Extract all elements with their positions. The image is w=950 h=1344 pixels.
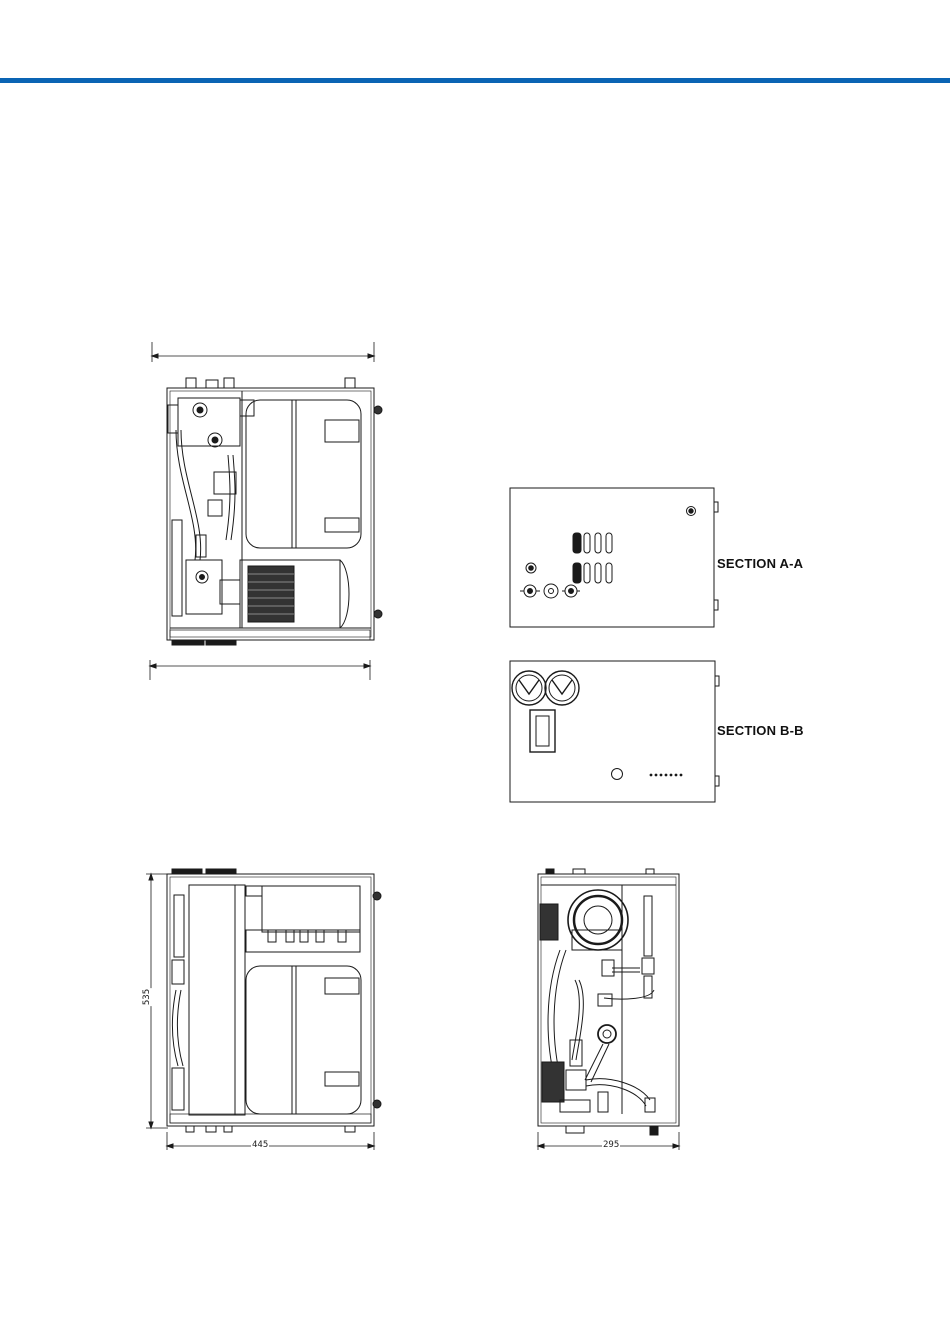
section-a-a-view bbox=[510, 488, 718, 627]
side-width-dimension-label: 445 bbox=[251, 1140, 269, 1150]
side-view bbox=[146, 869, 381, 1150]
section-b-b-view bbox=[510, 661, 719, 802]
section-b-b-label: SECTION B-B bbox=[717, 723, 804, 738]
end-view bbox=[538, 869, 679, 1150]
end-width-dimension-label: 295 bbox=[602, 1140, 620, 1150]
height-dimension-label: 535 bbox=[142, 988, 152, 1006]
top-view bbox=[150, 342, 382, 680]
section-a-a-label: SECTION A-A bbox=[717, 556, 803, 571]
